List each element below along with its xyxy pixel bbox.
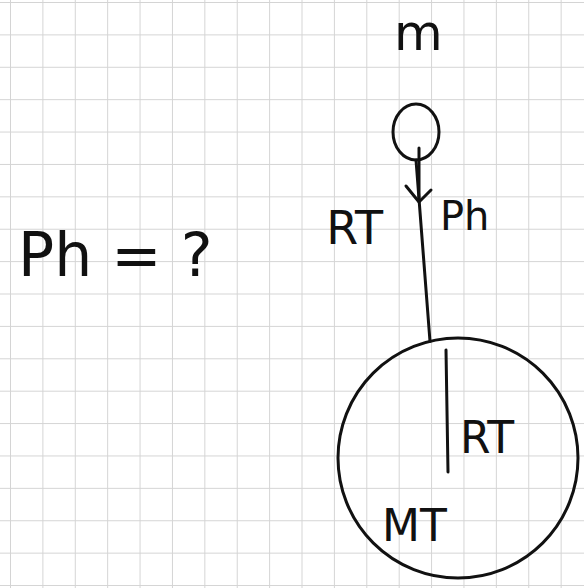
note-label: Ph = ?	[18, 225, 212, 285]
outline-shape	[338, 338, 578, 578]
edge-label: RT	[326, 205, 383, 251]
mass-circle: m	[388, 8, 448, 168]
note-label: Ph	[440, 196, 489, 236]
node-text: m	[394, 8, 443, 58]
node-text: MT	[382, 504, 447, 548]
outline-shape	[393, 104, 439, 160]
earth-circle: RT MT	[336, 336, 580, 580]
node-text: RT	[460, 416, 514, 460]
outline	[336, 336, 580, 580]
